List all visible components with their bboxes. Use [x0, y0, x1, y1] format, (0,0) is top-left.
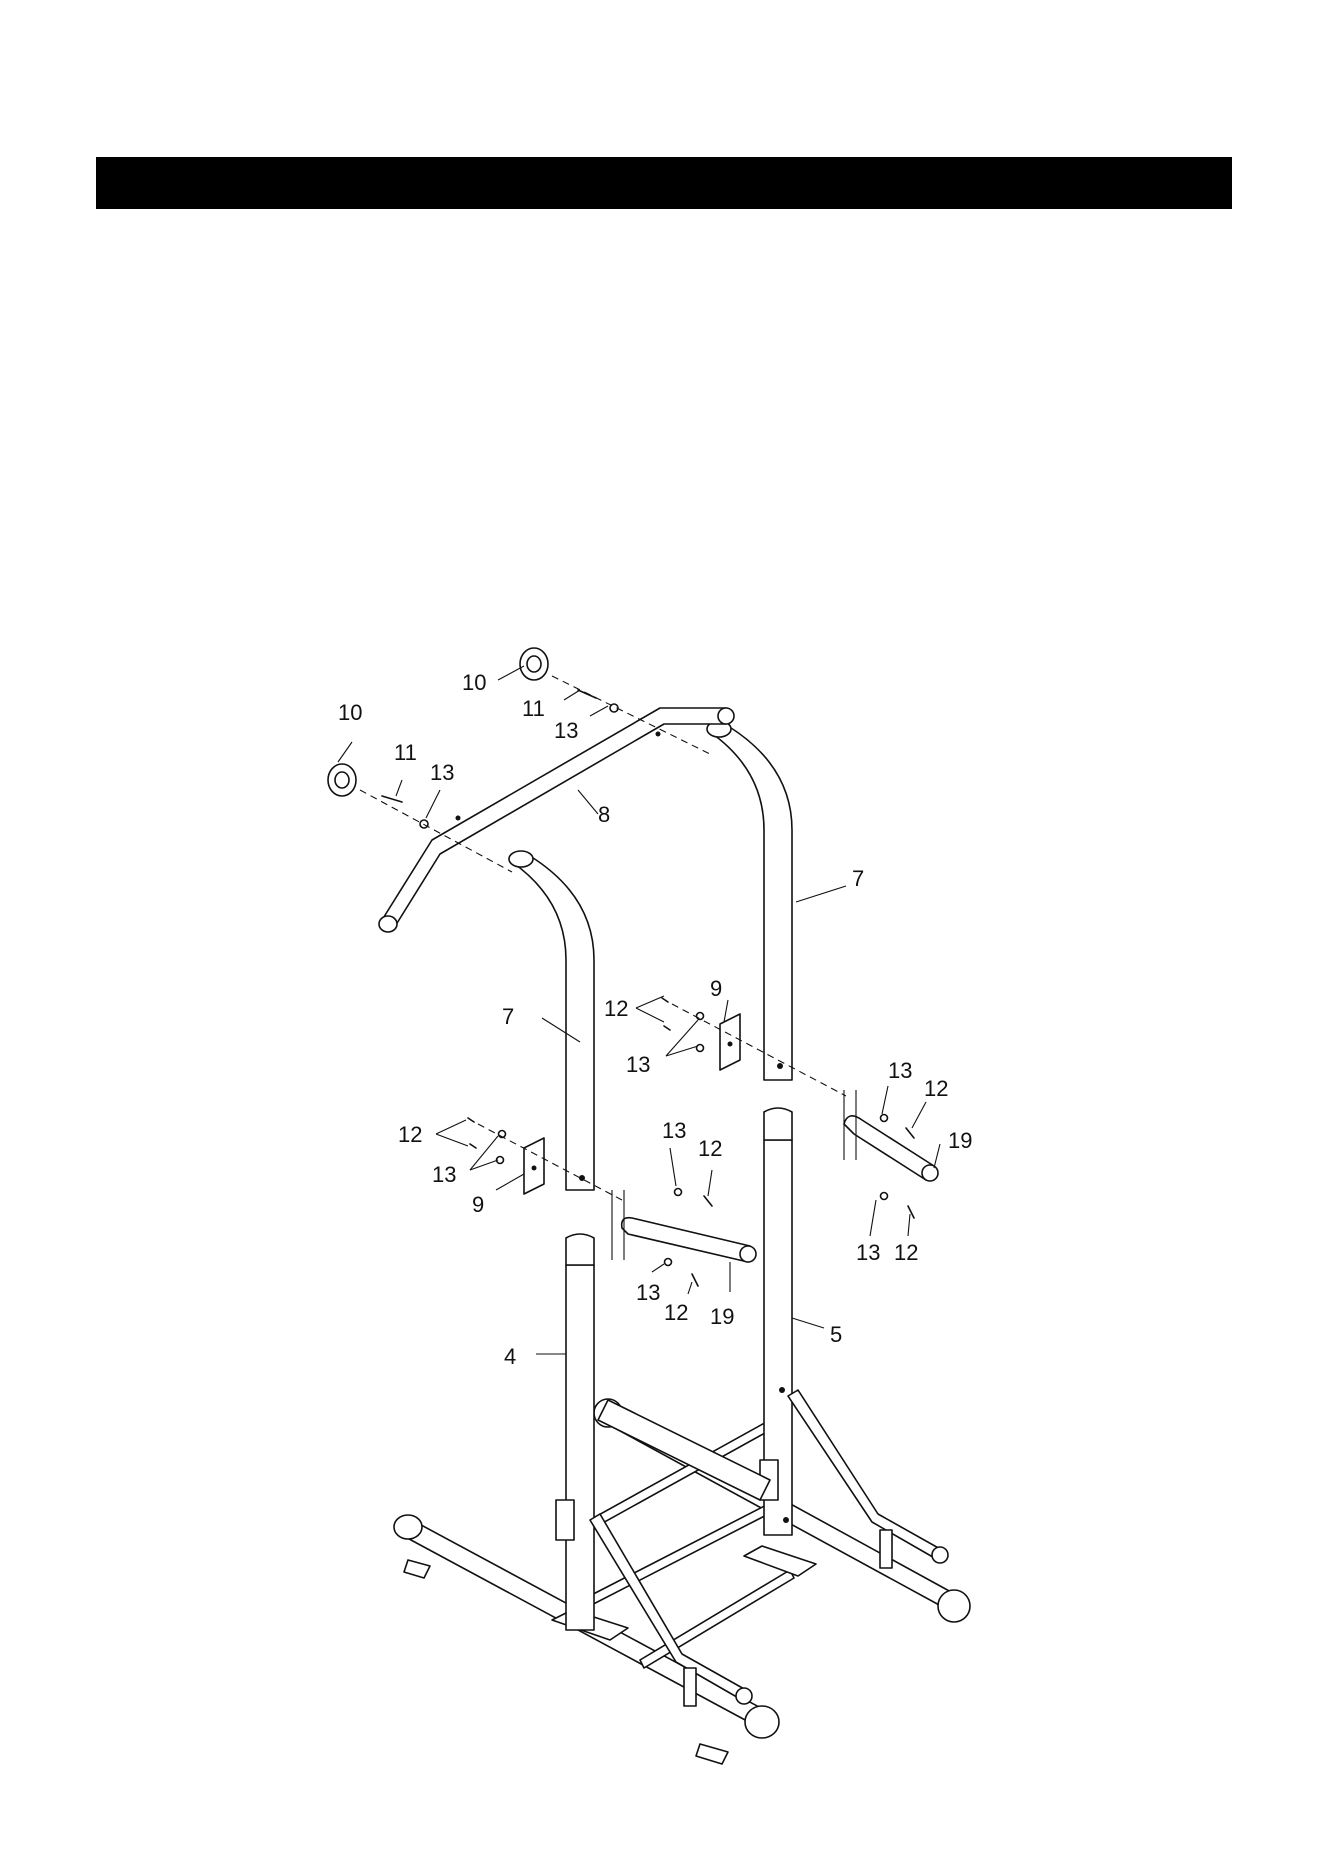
label-13a: 13	[554, 718, 578, 743]
label-19a: 19	[948, 1128, 972, 1153]
upper-tube-7-left	[509, 851, 594, 1190]
label-9b: 9	[472, 1192, 484, 1217]
label-8: 8	[598, 802, 610, 827]
label-4: 4	[504, 1344, 516, 1369]
label-5: 5	[830, 1322, 842, 1347]
label-13e: 13	[432, 1162, 456, 1187]
bracket-9-left	[524, 1138, 544, 1194]
label-7a: 7	[852, 866, 864, 891]
label-12b: 12	[924, 1076, 948, 1101]
label-13f: 13	[662, 1118, 686, 1143]
label-11b: 11	[394, 740, 417, 765]
label-13c: 13	[626, 1052, 650, 1077]
label-12d: 12	[698, 1136, 722, 1161]
leader-lines	[338, 666, 940, 1354]
label-11a: 11	[522, 696, 545, 721]
label-13d: 13	[888, 1058, 912, 1083]
label-12f: 12	[664, 1300, 688, 1325]
label-10a: 10	[462, 670, 486, 695]
label-13b: 13	[430, 760, 454, 785]
part-labels: 10 11 13 10 11 13 8 7 9 12 13 7 13 12 19…	[338, 670, 972, 1369]
label-12c: 12	[398, 1122, 422, 1147]
label-7b: 7	[502, 1004, 514, 1029]
label-13h: 13	[636, 1280, 660, 1305]
label-10b: 10	[338, 700, 362, 725]
back-roller	[598, 1400, 770, 1500]
bracket-9-right	[720, 1014, 740, 1070]
label-9a: 9	[710, 976, 722, 1001]
dip-handle-19-left	[612, 1190, 756, 1262]
upright-5	[760, 1108, 948, 1568]
dip-handle-19-right	[844, 1090, 938, 1181]
label-19b: 19	[710, 1304, 734, 1329]
label-12a: 12	[604, 996, 628, 1021]
label-12e: 12	[894, 1240, 918, 1265]
label-13g: 13	[856, 1240, 880, 1265]
